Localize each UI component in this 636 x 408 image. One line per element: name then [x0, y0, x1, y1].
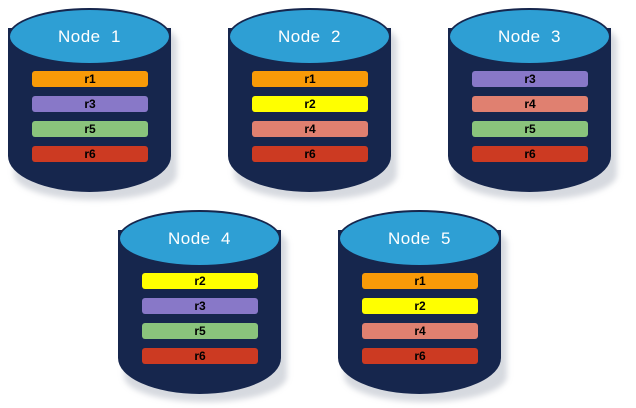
replica-bar[interactable]: r6	[32, 146, 148, 162]
replica-bar[interactable]: r5	[32, 121, 148, 137]
replica-bar[interactable]: r6	[472, 146, 588, 162]
replica-list: r3 r4 r5 r6	[472, 71, 588, 162]
replica-bar[interactable]: r5	[142, 323, 258, 339]
replica-bar[interactable]: r2	[252, 96, 368, 112]
replica-bar[interactable]: r1	[252, 71, 368, 87]
replica-list: r1 r3 r5 r6	[32, 71, 148, 162]
replica-bar[interactable]: r4	[362, 323, 478, 339]
database-node-4[interactable]: Node 4 r2 r3 r5 r6	[118, 210, 287, 402]
database-node-2[interactable]: Node 2 r1 r2 r4 r6	[228, 8, 397, 200]
cylinder-top-ellipse	[8, 8, 171, 65]
replica-bar[interactable]: r4	[252, 121, 368, 137]
cylinder-top-ellipse	[448, 8, 611, 65]
replica-list: r2 r3 r5 r6	[142, 273, 258, 364]
cylinder-top-ellipse	[228, 8, 391, 65]
replica-bar[interactable]: r3	[472, 71, 588, 87]
cylinder-top-ellipse	[338, 210, 501, 267]
replica-list: r1 r2 r4 r6	[252, 71, 368, 162]
replica-bar[interactable]: r1	[32, 71, 148, 87]
database-node-5[interactable]: Node 5 r1 r2 r4 r6	[338, 210, 507, 402]
replica-bar[interactable]: r5	[472, 121, 588, 137]
replica-bar[interactable]: r6	[362, 348, 478, 364]
replica-bar[interactable]: r6	[142, 348, 258, 364]
database-node-1[interactable]: Node 1 r1 r3 r5 r6	[8, 8, 177, 200]
replica-list: r1 r2 r4 r6	[362, 273, 478, 364]
replica-bar[interactable]: r3	[32, 96, 148, 112]
replica-bar[interactable]: r2	[142, 273, 258, 289]
database-node-3[interactable]: Node 3 r3 r4 r5 r6	[448, 8, 617, 200]
replica-bar[interactable]: r2	[362, 298, 478, 314]
replica-bar[interactable]: r4	[472, 96, 588, 112]
cylinder-top-ellipse	[118, 210, 281, 267]
replica-bar[interactable]: r6	[252, 146, 368, 162]
replica-bar[interactable]: r1	[362, 273, 478, 289]
replica-bar[interactable]: r3	[142, 298, 258, 314]
